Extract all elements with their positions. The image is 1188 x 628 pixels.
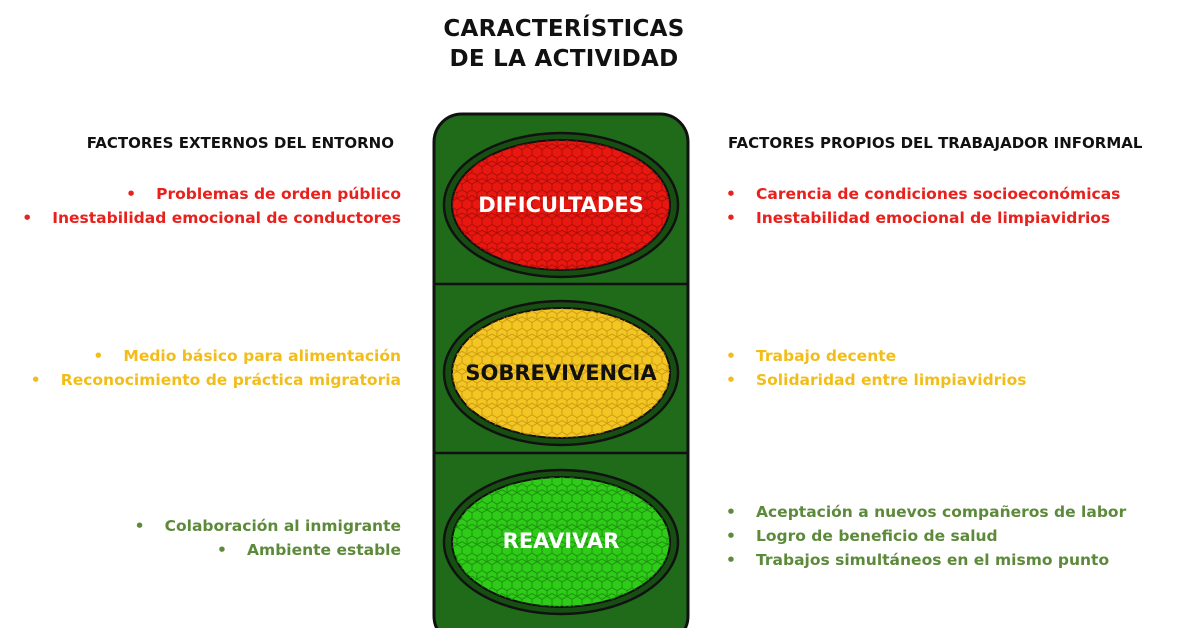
list-item: •Aceptación a nuevos compañeros de labor	[726, 500, 1126, 524]
heading-external-factors: FACTORES EXTERNOS DEL ENTORNO	[86, 134, 394, 152]
list-item: •Trabajos simultáneos en el mismo punto	[726, 548, 1126, 572]
bullet: •	[93, 347, 104, 365]
traffic-light	[432, 112, 690, 628]
lamp-label-dificultades: DIFICULTADES	[478, 193, 644, 217]
bullet: •	[726, 527, 736, 545]
bullet: •	[726, 551, 736, 569]
lamp-green-texture	[452, 477, 670, 607]
list-item: •Ambiente estable	[135, 538, 401, 562]
diagram-title-line-1: CARACTERÍSTICAS	[443, 16, 685, 42]
left-list-sobrevivencia: •Medio básico para alimentación •Reconoc…	[31, 344, 401, 392]
right-list-sobrevivencia: •Trabajo decente •Solidaridad entre limp…	[726, 344, 1027, 392]
bullet: •	[134, 517, 145, 535]
bullet: •	[22, 209, 33, 227]
lamp-red-texture	[452, 140, 670, 270]
list-item: •Reconocimiento de práctica migratoria	[31, 368, 401, 392]
list-item: •Colaboración al inmigrante	[135, 514, 401, 538]
lamp-label-sobrevivencia: SOBREVIVENCIA	[465, 361, 657, 385]
list-item: •Medio básico para alimentación	[31, 344, 401, 368]
list-item: •Inestabilidad emocional de limpiavidrio…	[726, 206, 1120, 230]
bullet: •	[726, 347, 736, 365]
bullet: •	[726, 503, 736, 521]
right-list-dificultades: •Carencia de condiciones socioeconómicas…	[726, 182, 1120, 230]
list-item: •Solidaridad entre limpiavidrios	[726, 368, 1027, 392]
bullet: •	[126, 185, 137, 203]
heading-worker-factors: FACTORES PROPIOS DEL TRABAJADOR INFORMAL	[728, 134, 1143, 152]
bullet: •	[726, 209, 736, 227]
lamp-yellow-texture	[452, 308, 670, 438]
bullet: •	[726, 371, 736, 389]
diagram-title-line-2: DE LA ACTIVIDAD	[449, 46, 679, 72]
bullet: •	[30, 371, 41, 389]
list-item: •Inestabilidad emocional de conductores	[22, 206, 401, 230]
bullet: •	[726, 185, 736, 203]
left-list-dificultades: •Problemas de orden público •Inestabilid…	[22, 182, 401, 230]
list-item: •Carencia de condiciones socioeconómicas	[726, 182, 1120, 206]
bullet: •	[217, 541, 227, 559]
left-list-reavivar: •Colaboración al inmigrante •Ambiente es…	[135, 514, 401, 562]
lamp-label-reavivar: REAVIVAR	[502, 529, 620, 553]
right-list-reavivar: •Aceptación a nuevos compañeros de labor…	[726, 500, 1126, 572]
list-item: •Trabajo decente	[726, 344, 1027, 368]
list-item: •Problemas de orden público	[22, 182, 401, 206]
list-item: •Logro de beneficio de salud	[726, 524, 1126, 548]
